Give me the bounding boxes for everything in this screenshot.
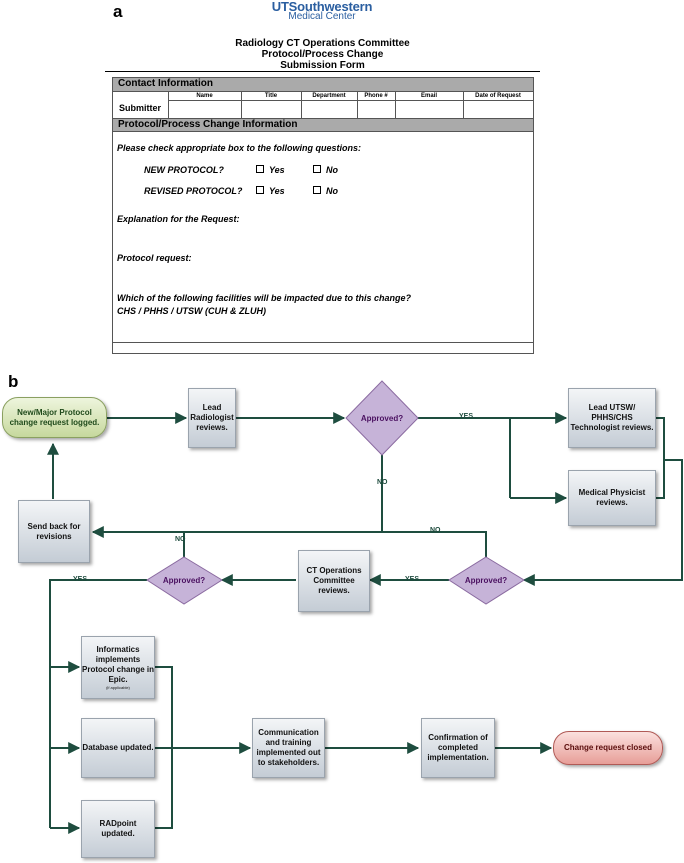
yes-label: Yes <box>269 186 285 196</box>
column-header: Name <box>196 93 213 99</box>
table-line <box>168 92 169 118</box>
facilities-options: CHS / PHHS / UTSW (CUH & ZLUH) <box>117 306 266 316</box>
checkbox-icon[interactable] <box>256 186 264 194</box>
submission-form: Contact Information Name Title Departmen… <box>112 77 534 354</box>
instruction-text: Please check appropriate box to the foll… <box>117 143 362 153</box>
confirmation-box: Confirmation of completed implementation… <box>421 718 495 778</box>
column-header: Phone # <box>364 93 388 99</box>
revised-protocol-question: REVISED PROTOCOL? <box>144 186 243 196</box>
logo-wordmark: UTSouthwestern <box>271 0 373 14</box>
panel-b-label: b <box>8 372 19 391</box>
lead-technologist-box: Lead UTSW/ PHHS/CHS Technologist reviews… <box>568 388 656 448</box>
checkbox-icon[interactable] <box>313 165 321 173</box>
table-line <box>395 92 396 118</box>
no-label: No <box>326 186 338 196</box>
logo-subtitle: Medical Center <box>288 11 356 22</box>
revised-protocol-yes[interactable]: Yes <box>256 186 285 196</box>
table-line <box>301 92 302 118</box>
lead-radiologist-box: Lead Radiologist reviews. <box>188 388 236 448</box>
table-line <box>463 92 464 118</box>
medical-physicist-box: Medical Physicist reviews. <box>568 470 656 526</box>
revised-protocol-no[interactable]: No <box>313 186 338 196</box>
column-header: Date of Request <box>475 93 521 99</box>
end-node: Change request closed <box>553 731 663 765</box>
explanation-label: Explanation for the Request: <box>117 214 240 224</box>
start-node: New/Major Protocol change request logged… <box>2 397 107 438</box>
new-protocol-question: NEW PROTOCOL? <box>144 165 224 175</box>
yes-label-3: YES <box>73 576 88 583</box>
column-header: Email <box>420 93 437 99</box>
checkbox-icon[interactable] <box>313 186 321 194</box>
no-label: No <box>326 165 338 175</box>
form-title-line: Radiology CT Operations Committee <box>235 38 410 49</box>
informatics-note: (if applicable) <box>106 684 130 690</box>
approval-diamond-3: Approved? <box>464 576 508 585</box>
radpoint-box: RADpoint updated. <box>81 800 155 858</box>
no-label-2: NO <box>430 527 441 534</box>
send-back-box: Send back for revisions <box>18 500 90 563</box>
panel-a-label: a <box>113 2 123 21</box>
no-label-3: NO <box>175 536 186 543</box>
table-line <box>168 100 533 101</box>
form-title-line: Submission Form <box>280 60 365 71</box>
checkbox-icon[interactable] <box>256 165 264 173</box>
new-protocol-no[interactable]: No <box>313 165 338 175</box>
yes-label-1: YES <box>459 413 474 420</box>
column-header: Title <box>264 93 278 99</box>
facilities-question: Which of the following facilities will b… <box>117 293 412 303</box>
ct-committee-box: CT Operations Committee reviews. <box>298 550 370 612</box>
change-section-header: Protocol/Process Change Information <box>113 118 533 132</box>
approval-diamond-1: Approved? <box>360 414 404 423</box>
communication-box: Communication and training implemented o… <box>252 718 325 778</box>
table-line <box>357 92 358 118</box>
title-rule <box>105 71 540 72</box>
table-line <box>241 92 242 118</box>
no-label-1: NO <box>377 479 388 486</box>
submitter-label: Submitter <box>119 103 162 113</box>
informatics-box: Informatics implements Protocol change i… <box>81 636 155 699</box>
contact-section-header: Contact Information <box>113 78 533 92</box>
approval-diamond-2: Approved? <box>162 576 206 585</box>
form-title-line: Protocol/Process Change <box>261 49 384 60</box>
column-header: Department <box>312 93 346 99</box>
new-protocol-yes[interactable]: Yes <box>256 165 285 175</box>
database-box: Database updated. <box>81 718 155 778</box>
form-title: Radiology CT Operations Committee Protoc… <box>200 38 445 71</box>
yes-label-2: YES <box>405 576 420 583</box>
form-footer-line <box>113 342 533 343</box>
protocol-request-label: Protocol request: <box>117 253 192 263</box>
yes-label: Yes <box>269 165 285 175</box>
informatics-label: Informatics implements Protocol change i… <box>82 644 155 684</box>
